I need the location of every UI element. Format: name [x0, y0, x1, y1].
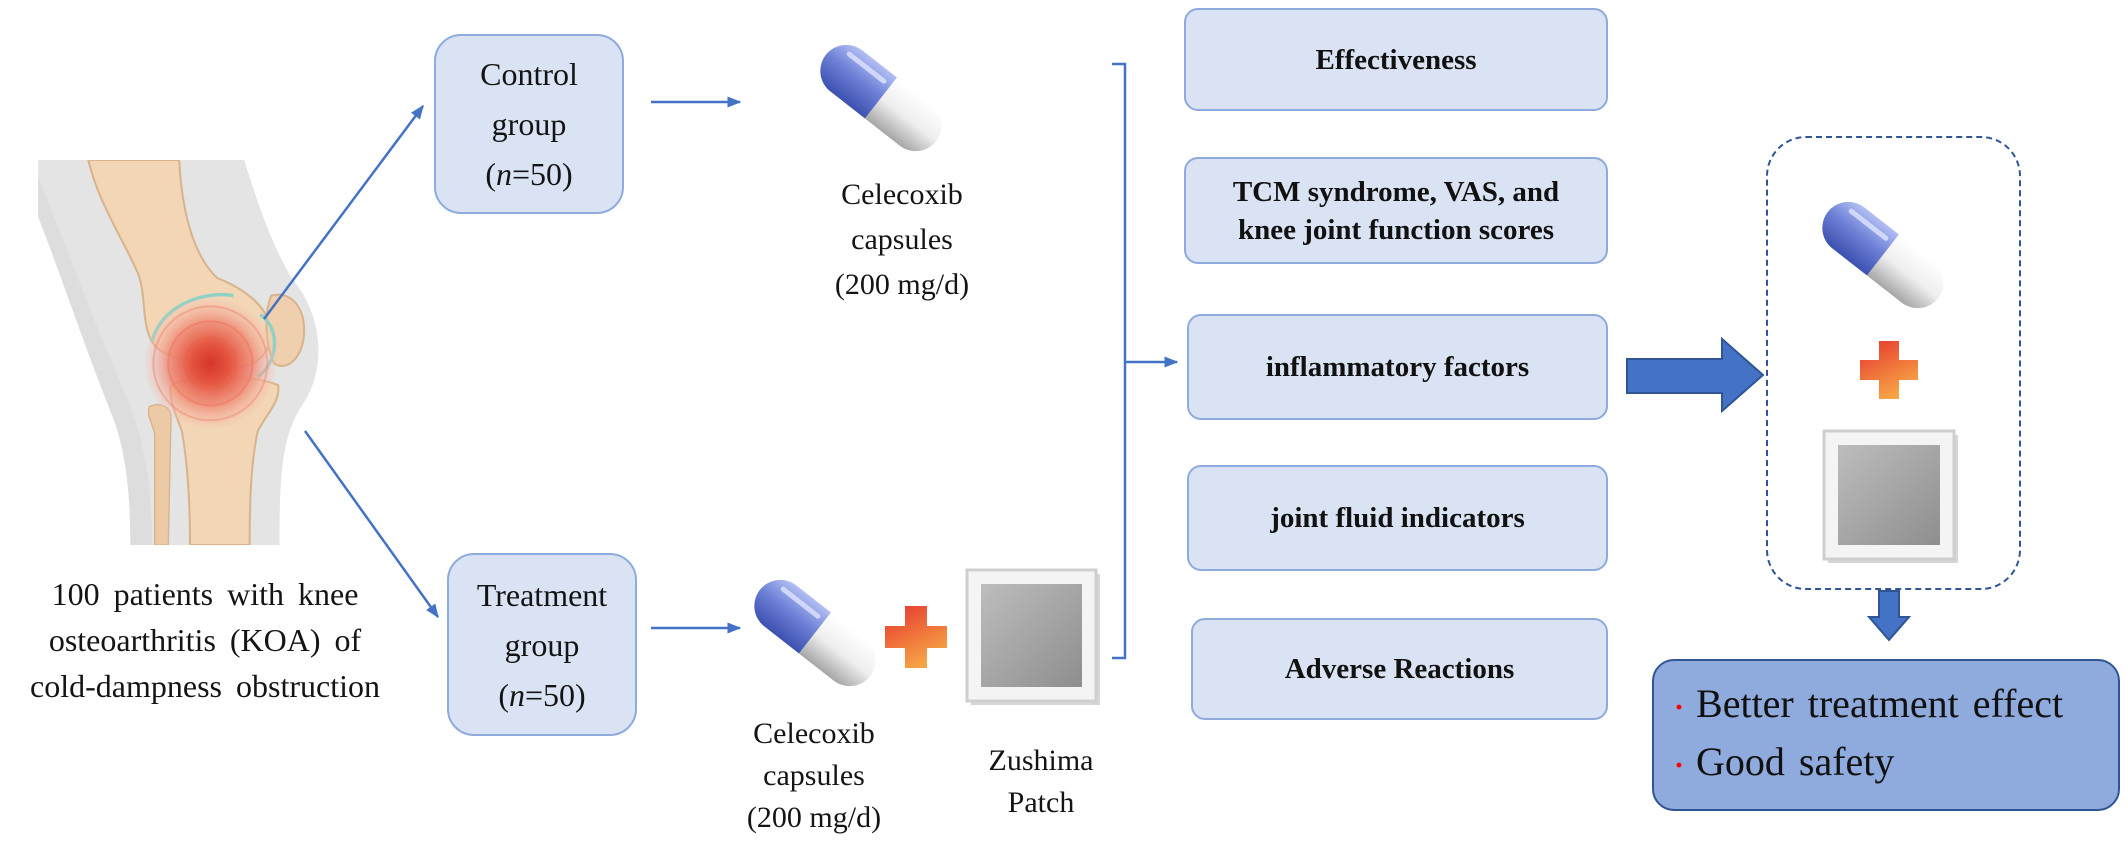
patch-icon — [965, 568, 1100, 705]
combined-therapy-frame — [1766, 136, 2021, 590]
group-name-line: Treatment — [476, 576, 608, 613]
outcome-effectiveness: Effectiveness — [1184, 8, 1608, 111]
outcome-label: knee joint function scores — [1237, 213, 1555, 246]
drug-label-line: (200 mg/d) — [746, 801, 882, 834]
outcome-label: inflammatory factors — [1265, 351, 1530, 383]
patients-line: 100 patients with knee — [51, 576, 359, 612]
group-count: (n=50) — [498, 670, 585, 720]
outcome-scores: TCM syndrome, VAS, and knee joint functi… — [1184, 157, 1608, 264]
drug-label-line: Celecoxib — [753, 717, 875, 750]
count-open: ( — [498, 676, 509, 713]
pain-ring — [152, 305, 269, 422]
arrow-to-treatment-group — [303, 430, 440, 619]
treatment-drug-label: Celecoxib capsules (200 mg/d) — [704, 713, 924, 839]
patients-line: osteoarthritis (KOA) of — [48, 622, 362, 658]
outcome-inflammatory-factors: inflammatory factors — [1187, 314, 1608, 420]
drug-label-line: Celecoxib — [841, 178, 963, 211]
pain-ring — [167, 320, 254, 407]
pain-ring — [183, 336, 238, 391]
patients-line: cold-dampness obstruction — [30, 668, 380, 704]
block-arrow-right — [1626, 336, 1765, 414]
group-name-line: group — [504, 626, 580, 663]
block-arrow-down — [1866, 590, 1912, 642]
plus-icon — [1860, 341, 1918, 399]
bullet-icon: · — [1674, 691, 1685, 724]
outcome-label: joint fluid indicators — [1270, 502, 1525, 534]
count-value: =50) — [524, 676, 586, 713]
capsule-icon — [1822, 201, 1944, 309]
count-variable: n — [508, 676, 525, 713]
leg-shadow — [38, 176, 153, 545]
drug-label-line: capsules — [851, 223, 953, 256]
group-name-line: Control — [480, 56, 578, 92]
plus-icon — [885, 606, 947, 668]
outcome-label: Adverse Reactions — [1284, 653, 1515, 685]
capsule-icon — [754, 579, 876, 687]
count-variable: n — [495, 156, 512, 192]
drug-label-line: capsules — [763, 759, 865, 792]
conclusion-item: · Better treatment effect — [1674, 677, 2118, 735]
conclusion-item: · Good safety — [1674, 735, 2118, 793]
patch-label: Zushima Patch — [961, 740, 1121, 824]
pain-glow — [145, 298, 276, 429]
outcome-joint-fluid: joint fluid indicators — [1187, 465, 1608, 571]
drug-label-line: (200 mg/d) — [834, 268, 970, 301]
arrow-to-control-group — [262, 104, 425, 320]
outcome-label: TCM syndrome, VAS, and — [1232, 175, 1560, 208]
patch-icon — [1822, 429, 1958, 563]
count-value: =50) — [511, 156, 573, 192]
outcome-adverse-reactions: Adverse Reactions — [1191, 618, 1608, 720]
conclusion-box: · Better treatment effect · Good safety — [1652, 659, 2120, 811]
bracket — [1112, 62, 1127, 660]
outcome-label: Effectiveness — [1315, 43, 1477, 76]
patients-description: 100 patients with knee osteoarthritis (K… — [0, 571, 410, 709]
conclusion-text: Good safety — [1696, 739, 1895, 784]
bullet-icon: · — [1674, 749, 1685, 782]
control-group-box: Control group (n=50) — [434, 34, 624, 214]
capsule-icon — [820, 44, 942, 152]
patch-label-line: Zushima — [988, 744, 1094, 777]
group-name-line: group — [491, 106, 567, 142]
treatment-group-box: Treatment group (n=50) — [447, 553, 637, 736]
count-open: ( — [485, 156, 496, 192]
group-count: (n=50) — [485, 149, 572, 199]
patch-label-line: Patch — [1007, 786, 1075, 819]
conclusion-text: Better treatment effect — [1696, 681, 2064, 726]
knee-illustration — [38, 160, 319, 545]
control-drug-label: Celecoxib capsules (200 mg/d) — [792, 172, 1012, 307]
